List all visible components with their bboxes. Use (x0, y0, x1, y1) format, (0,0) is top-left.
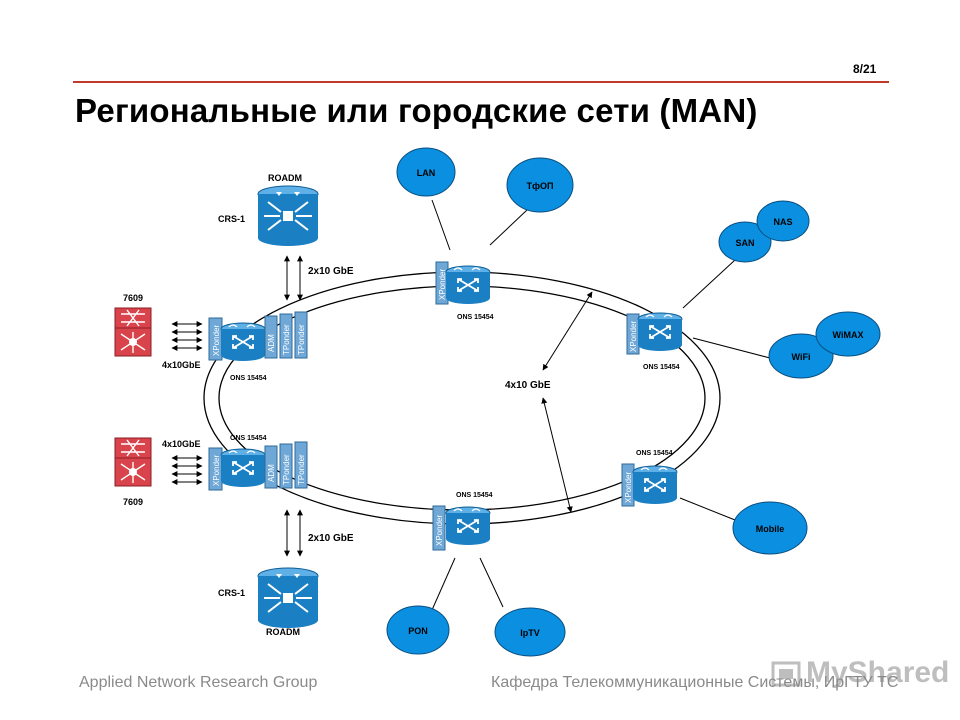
optical-node-icon (445, 265, 491, 305)
ring-link-arrow-bottom (541, 397, 573, 513)
tfop-link (489, 209, 528, 246)
tponder-card-icon (294, 311, 308, 359)
ons-node-top: XPonder ONS 15454 (435, 261, 494, 321)
cloud-lan: LAN (396, 147, 456, 197)
iptv-link (479, 557, 504, 608)
watermark-logo-icon (771, 661, 801, 687)
xponder-card-label: XPonder (438, 269, 447, 300)
slide-title: Региональные или городские сети (MAN) (75, 92, 758, 129)
router-label: CRS-1 (218, 214, 245, 224)
node-label: ONS 15454 (230, 435, 267, 442)
slide-number: 8/21 (853, 62, 877, 76)
cloud-iptv: IpTV (494, 607, 566, 657)
roadm-label: ROADM (268, 173, 302, 183)
crs-router-bottom: CRS-1 ROADM (218, 567, 319, 637)
cloud-tfop: ТфОП (506, 157, 574, 213)
switch-label: 7609 (123, 497, 143, 507)
router-link-label: 4x10GbE (162, 439, 201, 449)
cloud-mobile-label: Mobile (756, 524, 785, 534)
adm-card-label: ADM (267, 334, 276, 352)
cloud-iptv-label: IpTV (520, 628, 540, 638)
router-link-label: 4x10GbE (162, 360, 201, 370)
tponder-card-label: TPonder (282, 454, 291, 485)
lan-link (431, 199, 451, 251)
switch-icon (114, 437, 152, 487)
cloud-nas-label: NAS (773, 217, 792, 227)
mobile-link (679, 497, 736, 521)
footer-department: Кафедра Телекоммуникационные Системы, Ир… (491, 674, 899, 691)
switch-icon (114, 307, 152, 357)
adm-card-icon (264, 315, 278, 359)
router-label: CRS-1 (218, 588, 245, 598)
cloud-tfop-label: ТфОП (527, 181, 554, 191)
tponder-card-icon (294, 441, 308, 489)
optical-node-icon (220, 448, 266, 488)
xponder-card-label: XPonder (624, 472, 633, 503)
cloud-wimax: WiMAX (815, 311, 881, 357)
switch-7609-top: 7609 (114, 293, 152, 357)
ons-node-left-lower: ONS 15454 XPonder ADM TPonder TPonder (208, 435, 308, 491)
node-label: ONS 15454 (643, 364, 680, 371)
xponder-card-icon (432, 505, 446, 551)
adm-card-icon (264, 445, 278, 489)
roadm-label: ROADM (266, 627, 300, 637)
cloud-san-label: SAN (735, 238, 754, 248)
watermark: MyShared (768, 656, 949, 690)
switch-links-bottom (171, 455, 203, 485)
optical-node-icon (632, 465, 678, 505)
cloud-pon-label: PON (408, 626, 428, 636)
tponder-card-label: TPonder (297, 454, 306, 485)
ring-link-label: 4x10 GbE (505, 380, 551, 391)
header-divider (73, 81, 889, 83)
footer-organization: Applied Network Research Group (79, 674, 318, 691)
node-label: ONS 15454 (636, 450, 673, 457)
xponder-card-label: XPonder (212, 325, 221, 356)
ons-node-bottom-right: ONS 15454 XPonder (621, 450, 678, 507)
cloud-san: SAN (718, 221, 772, 263)
wifi-link (692, 337, 771, 359)
switch-links-top (171, 321, 203, 351)
cloud-wimax-label: WiMAX (833, 330, 864, 340)
uplink-label: 2x10 GbE (308, 533, 354, 544)
node-label: ONS 15454 (457, 314, 494, 321)
cloud-wifi: WiFi (768, 333, 834, 379)
crs-router-top: ROADM CRS-1 (218, 173, 319, 247)
cloud-pon: PON (386, 605, 450, 655)
cloud-lan-label: LAN (417, 168, 436, 178)
router-icon (257, 185, 319, 247)
cloud-mobile: Mobile (732, 501, 808, 555)
pon-link (431, 557, 456, 611)
optical-node-icon (220, 322, 266, 362)
switch-label: 7609 (123, 293, 143, 303)
optical-node-icon (637, 312, 683, 352)
ons-node-bottom: ONS 15454 XPonder (432, 492, 493, 551)
adm-card-label: ADM (267, 464, 276, 482)
tponder-card-label: TPonder (297, 324, 306, 355)
xponder-card-label: XPonder (435, 515, 444, 546)
switch-7609-bottom: 7609 (114, 437, 152, 507)
san-link (682, 259, 736, 309)
node-label: ONS 15454 (230, 375, 267, 382)
xponder-card-label: XPonder (629, 321, 638, 352)
router-icon (257, 567, 319, 629)
tponder-card-icon (279, 443, 293, 489)
uplink-label: 2x10 GbE (308, 266, 354, 277)
ring-link-arrow-top (542, 291, 593, 371)
ons-node-right: XPonder ONS 15454 (626, 312, 683, 371)
cloud-wifi-label: WiFi (792, 352, 811, 362)
watermark-text: MyShared (806, 656, 950, 689)
ons-node-left-upper: XPonder ADM TPonder TPonder ONS 15454 (208, 311, 308, 382)
cloud-nas: NAS (756, 200, 810, 242)
optical-node-icon (445, 506, 491, 546)
node-label: ONS 15454 (456, 492, 493, 499)
xponder-card-label: XPonder (212, 455, 221, 486)
tponder-card-icon (279, 313, 293, 359)
tponder-card-label: TPonder (282, 324, 291, 355)
